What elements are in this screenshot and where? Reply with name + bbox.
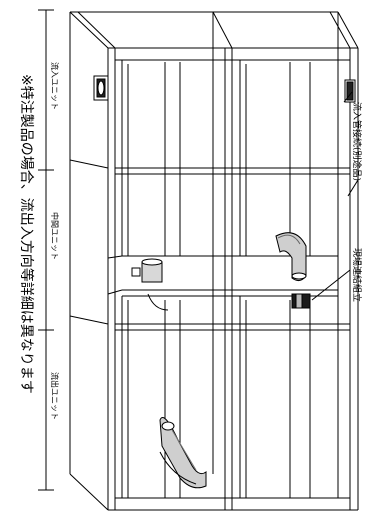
unit-label-outflow: 流出ユニット — [50, 372, 60, 420]
inflow-pipe-connector-left — [93, 75, 109, 101]
dimension-line — [38, 9, 54, 491]
top-face — [69, 11, 359, 49]
unit-divisions — [69, 159, 350, 331]
lower-curve — [159, 451, 197, 485]
callout-site-assembly: 現場連結組立 — [351, 248, 363, 302]
callout-leaders — [311, 91, 359, 301]
unit-label-middle: 中間ユニット — [50, 212, 60, 260]
inflow-pipe-connector-right — [344, 79, 356, 103]
slab-curve — [147, 293, 169, 311]
pipe-stub-middle — [131, 258, 163, 283]
unit-label-inflow: 流入ユニット — [50, 62, 60, 110]
callout-inflow-pipe: 流入管接続(別途品) — [351, 102, 363, 181]
center-partition — [212, 12, 233, 510]
elbow-pipe-lower — [159, 417, 207, 489]
pipe-stub-under-slab — [291, 293, 311, 309]
elbow-pipe-upper — [275, 232, 307, 282]
outer-walls — [69, 12, 359, 511]
special-order-note: ※特注製品の場合、流出入方向等詳細は異なります — [18, 74, 35, 394]
